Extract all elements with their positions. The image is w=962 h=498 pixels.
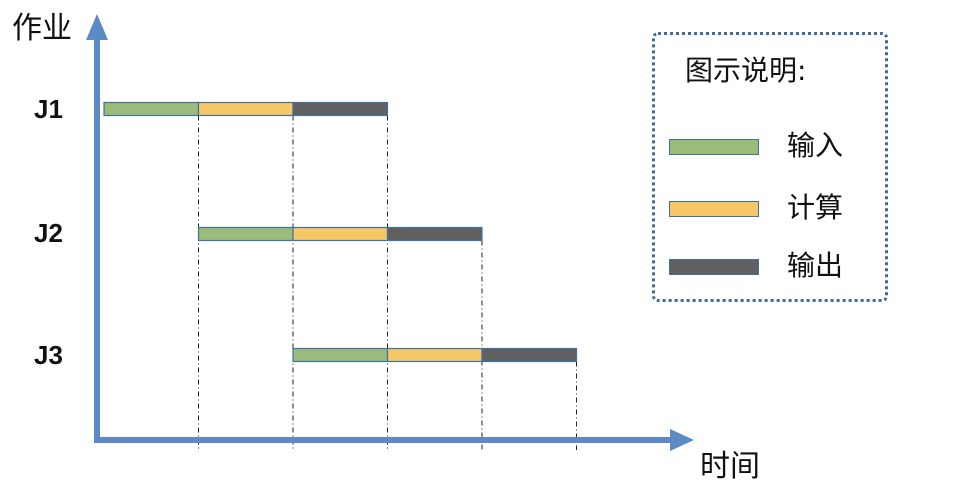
bar-j1-input — [103, 101, 200, 117]
legend-swatch-compute — [669, 201, 759, 217]
x-axis-label: 时间 — [700, 449, 760, 484]
guide-lines — [198, 115, 577, 450]
x-axis-arrow — [670, 429, 694, 451]
bar-j2-output — [386, 226, 483, 242]
y-axis-arrow — [86, 14, 108, 40]
bar-j1-compute — [197, 101, 294, 117]
legend-label-output: 输出 — [787, 249, 844, 282]
bar-j2-input — [197, 226, 294, 242]
job-bars — [103, 101, 578, 363]
job-label-j2: J2 — [34, 218, 63, 248]
legend-item-output: 输出 — [669, 247, 879, 287]
legend-swatch-input — [669, 139, 759, 155]
legend-item-compute: 计算 — [669, 189, 879, 229]
legend-label-input: 输入 — [787, 129, 844, 162]
bar-j3-compute — [386, 347, 483, 363]
legend-label-compute: 计算 — [787, 191, 844, 224]
bar-j3-output — [481, 347, 578, 363]
bar-j2-compute — [292, 226, 389, 242]
legend-swatch-output — [669, 259, 759, 275]
axes — [86, 14, 694, 451]
job-label-j1: J1 — [34, 94, 63, 124]
job-label-j3: J3 — [34, 340, 63, 370]
legend-title: 图示说明: — [685, 54, 807, 87]
legend-box: 图示说明: 输入 计算 输出 — [652, 32, 888, 302]
legend-item-input: 输入 — [669, 127, 879, 167]
bar-j3-input — [292, 347, 389, 363]
y-axis-label: 作业 — [12, 11, 72, 46]
bar-j1-output — [292, 101, 389, 117]
